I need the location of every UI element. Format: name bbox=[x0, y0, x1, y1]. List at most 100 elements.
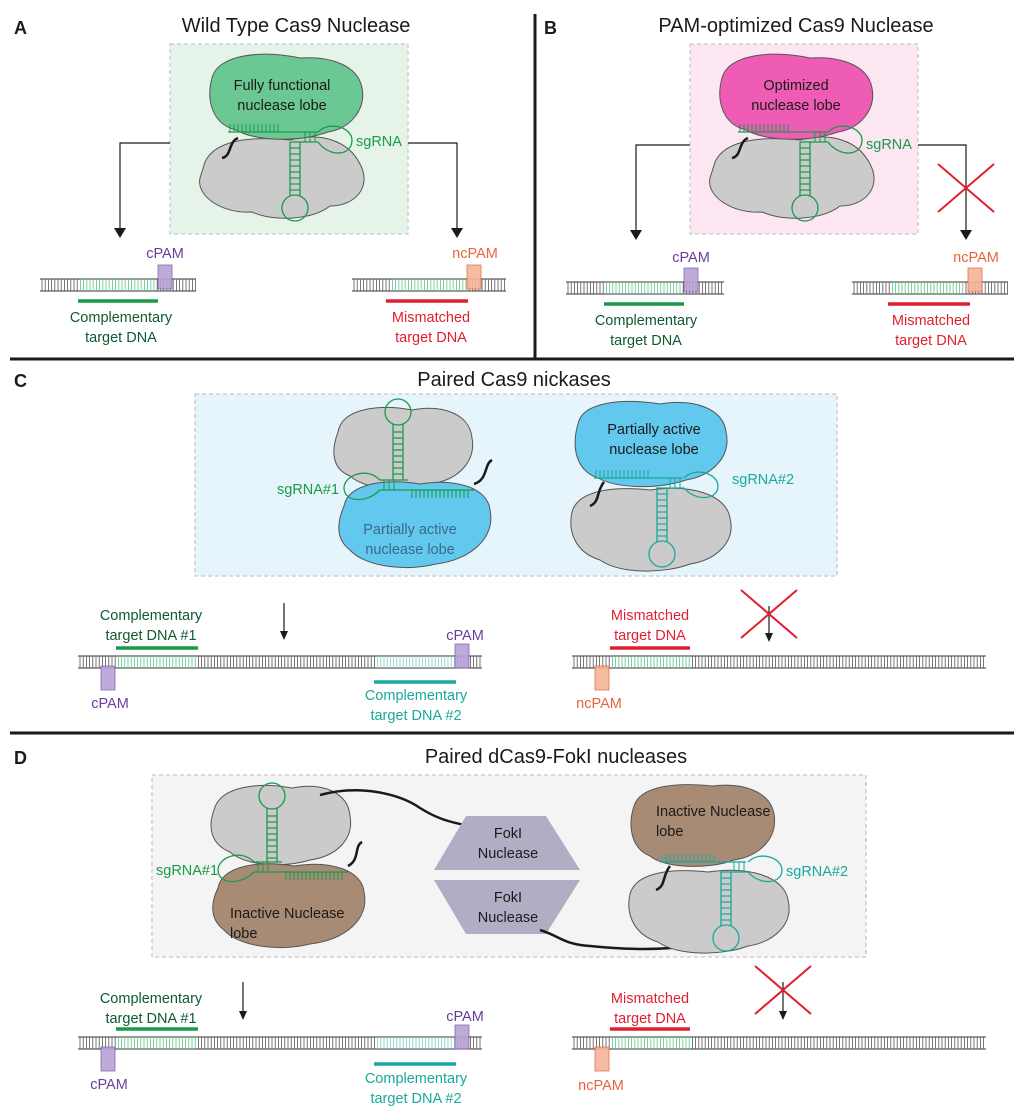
panel-c-right-dna bbox=[572, 655, 986, 669]
panel-c-mm-label-1: Mismatched bbox=[611, 608, 689, 624]
panel-c-target2-label-2: target DNA #2 bbox=[370, 708, 461, 724]
panel-b-right-target-label-2: target DNA bbox=[895, 333, 967, 349]
panel-c-sgrna1-label: sgRNA#1 bbox=[277, 482, 339, 498]
panel-d-target1-label-2: target DNA #1 bbox=[105, 1011, 196, 1027]
panel-d-foki-top-label-2: Nuclease bbox=[478, 846, 538, 862]
panel-a-left-pam-label: cPAM bbox=[146, 246, 184, 262]
panel-d-foki-bottom-label-2: Nuclease bbox=[478, 910, 538, 926]
panel-c-ncpam-label: ncPAM bbox=[576, 696, 622, 712]
panel-c-right-lobe-label-1: Partially active bbox=[607, 422, 700, 438]
panel-d-left-brown-lobe bbox=[212, 863, 366, 949]
panel-a-right-dna bbox=[352, 278, 506, 292]
panel-b-left-pam-box bbox=[683, 267, 699, 293]
panel-b-left-target-label-2: target DNA bbox=[610, 333, 682, 349]
panel-c-target1-label-1: Complementary bbox=[100, 608, 203, 624]
panel-a: A Wild Type Cas9 Nuclease Fully function… bbox=[14, 15, 463, 238]
panel-letter-a: A bbox=[14, 18, 27, 38]
panel-d-target2-label-1: Complementary bbox=[365, 1071, 468, 1087]
panel-c-left-hairpin bbox=[384, 398, 412, 480]
panel-c-pam-top-box bbox=[454, 643, 470, 669]
panel-b-left-target-label-1: Complementary bbox=[595, 313, 698, 329]
panel-c-sgrna2-label: sgRNA#2 bbox=[732, 472, 794, 488]
panel-letter-d: D bbox=[14, 748, 27, 768]
panel-c-pam-bottom-box bbox=[100, 665, 116, 691]
panel-d-sgrna2-label: sgRNA#2 bbox=[786, 864, 848, 880]
panel-d-mm-label-1: Mismatched bbox=[611, 991, 689, 1007]
panel-c-left-lobe-label-1: Partially active bbox=[363, 522, 456, 538]
panel-d-block-cross-icon-b bbox=[754, 965, 812, 1015]
panel-a-left-pam-box bbox=[157, 264, 173, 290]
panel-d-ncpam-label: ncPAM bbox=[578, 1078, 624, 1094]
panel-b-lobe-label-2: nuclease lobe bbox=[751, 98, 841, 114]
panel-a-right-pam-box bbox=[466, 264, 482, 290]
panel-d-left-grey-lobe bbox=[210, 785, 352, 866]
panel-d-left-lobe-label-2: lobe bbox=[230, 926, 257, 942]
panel-b-block-cross-icon bbox=[937, 163, 995, 213]
panel-c-pam-top-label: cPAM bbox=[446, 628, 484, 644]
panel-a-title: Wild Type Cas9 Nuclease bbox=[182, 15, 411, 37]
panel-letter-b: B bbox=[544, 18, 557, 38]
panel-b-left-dna bbox=[566, 281, 724, 295]
panel-d-right-dna bbox=[572, 1036, 986, 1050]
panel-b-title: PAM-optimized Cas9 Nuclease bbox=[658, 15, 933, 37]
panel-d-foki-top bbox=[434, 816, 580, 870]
panel-a-right-target-label-1: Mismatched bbox=[392, 310, 470, 326]
panel-d-pam-top-label: cPAM bbox=[446, 1009, 484, 1025]
panel-b: B PAM-optimized Cas9 Nuclease Optimized … bbox=[544, 15, 995, 240]
panel-d-pam-bottom-label: cPAM bbox=[90, 1077, 128, 1093]
panel-a-right-pam-label: ncPAM bbox=[452, 246, 498, 262]
panel-d-left-lobe-label-1: Inactive Nuclease bbox=[230, 906, 344, 922]
panel-a-left-target-label-1: Complementary bbox=[70, 310, 173, 326]
panel-d-cut-arrow-head bbox=[239, 1011, 247, 1020]
panel-a-nuclease-lobe bbox=[209, 53, 364, 140]
panel-b-nuclease-lobe bbox=[719, 53, 874, 140]
panel-a-lobe-label-2: nuclease lobe bbox=[237, 98, 327, 114]
panel-d-sgrna1-label: sgRNA#1 bbox=[156, 863, 218, 879]
panel-letter-c: C bbox=[14, 371, 27, 391]
panel-a-left-target-label-2: target DNA bbox=[85, 330, 157, 346]
panel-c-title: Paired Cas9 nickases bbox=[417, 369, 610, 391]
panel-b-lobe-label-1: Optimized bbox=[763, 78, 828, 94]
panel-d-foki-bottom-label-1: FokI bbox=[494, 890, 522, 906]
panel-b-left-pam-label: cPAM bbox=[672, 250, 710, 266]
panel-d-linker-1 bbox=[319, 789, 471, 828]
dna-layer: cPAM Complementary target DNA ncPAM Mismatch… bbox=[40, 246, 1008, 1107]
panel-c: C Paired Cas9 nickases sgRNA#1 Partially… bbox=[14, 369, 838, 577]
panel-d-blocked-arrow-head bbox=[779, 1011, 787, 1020]
panel-a-lobe-label-1: Fully functional bbox=[234, 78, 331, 94]
panel-d-right-grey-lobe bbox=[628, 869, 790, 954]
panel-b-right-dna bbox=[852, 281, 1008, 295]
panel-c-left-blue-lobe bbox=[338, 481, 492, 569]
panel-c-box bbox=[194, 393, 838, 577]
panel-c-right-lobe-label-2: nuclease lobe bbox=[609, 442, 699, 458]
panel-c-blocked-arrow-head bbox=[765, 633, 773, 642]
panel-c-block-cross-icon-b bbox=[740, 589, 798, 639]
panel-a-right-target-label-2: target DNA bbox=[395, 330, 467, 346]
panel-d-right-lobe-label-1: Inactive Nuclease bbox=[656, 804, 770, 820]
panel-a-left-dna bbox=[40, 278, 197, 292]
panel-b-right-pam-box bbox=[967, 267, 983, 293]
panel-b-right-pam-label: ncPAM bbox=[953, 250, 999, 266]
panel-d-mm-label-2: target DNA bbox=[614, 1011, 686, 1027]
panel-a-spacer-ticks bbox=[229, 124, 279, 132]
panel-c-cut-arrow-head bbox=[280, 631, 288, 640]
panel-c-ncpam-box bbox=[594, 665, 610, 691]
panel-d-target1-label-1: Complementary bbox=[100, 991, 203, 1007]
panel-d-ncpam-box bbox=[594, 1046, 610, 1072]
panel-c-target1-label-2: target DNA #1 bbox=[105, 628, 196, 644]
panel-d-left-dna bbox=[78, 1036, 482, 1050]
panel-c-right-grey-lobe bbox=[570, 487, 732, 572]
panel-d-title: Paired dCas9-FokI nucleases bbox=[425, 746, 687, 768]
panel-c-left-dna bbox=[78, 655, 482, 669]
panel-c-mm-label-2: target DNA bbox=[614, 628, 686, 644]
panel-d-pam-top-box bbox=[454, 1024, 470, 1050]
panel-b-sgrna-label: sgRNA bbox=[866, 137, 912, 153]
panel-d-foki-top-label-1: FokI bbox=[494, 826, 522, 842]
panel-d-right-brown-lobe bbox=[630, 784, 776, 867]
panel-d-linker-2 bbox=[539, 928, 691, 951]
panel-d-right-lobe-label-2: lobe bbox=[656, 824, 683, 840]
panel-d-foki-bottom bbox=[434, 880, 580, 934]
panel-c-left-lobe-label-2: nuclease lobe bbox=[365, 542, 455, 558]
